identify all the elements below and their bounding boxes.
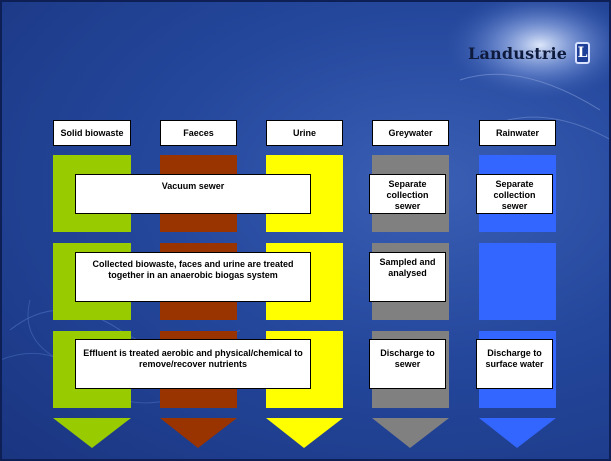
- greywater-sampling-box: Sampled and analysed: [369, 252, 446, 302]
- vacuum-sewer-box: Vacuum sewer: [75, 174, 311, 214]
- greywater-collection-text: Separate collection sewer: [386, 179, 429, 211]
- rainwater-stream-2: [479, 243, 556, 320]
- anaerobic-treatment-box: Collected biowaste, faces and urine are …: [75, 252, 311, 302]
- solid-biowaste-arrowhead: [53, 418, 131, 448]
- rainwater-collection-text: Separate collection sewer: [493, 179, 536, 211]
- rainwater-discharge-text: Discharge to surface water: [485, 348, 544, 369]
- header-urine: Urine: [266, 120, 343, 146]
- urine-arrowhead: [266, 418, 343, 448]
- header-rainwater: Rainwater: [479, 120, 556, 146]
- rainwater-collection-box: Separate collection sewer: [476, 174, 553, 214]
- greywater-collection-box: Separate collection sewer: [369, 174, 446, 214]
- greywater-discharge-text: Discharge to sewer: [380, 348, 435, 369]
- header-solid-biowaste: Solid biowaste: [53, 120, 131, 146]
- header-greywater: Greywater: [372, 120, 449, 146]
- logo-emblem-icon: L: [575, 42, 590, 64]
- header-faeces: Faeces: [160, 120, 237, 146]
- aerobic-treatment-text: Effluent is treated aerobic and physical…: [83, 348, 303, 369]
- rainwater-discharge-box: Discharge to surface water: [476, 339, 553, 389]
- greywater-arrowhead: [372, 418, 449, 448]
- rainwater-arrowhead: [479, 418, 556, 448]
- faeces-arrowhead: [160, 418, 237, 448]
- anaerobic-treatment-text: Collected biowaste, faces and urine are …: [92, 259, 294, 280]
- vacuum-sewer-text: Vacuum sewer: [161, 181, 225, 191]
- greywater-discharge-box: Discharge to sewer: [369, 339, 446, 389]
- logo-wordmark: Landustrie: [468, 43, 568, 63]
- greywater-sampling-text: Sampled and analysed: [379, 257, 436, 278]
- aerobic-treatment-box: Effluent is treated aerobic and physical…: [75, 339, 311, 389]
- landustrie-logo: Landustrie L: [468, 40, 590, 66]
